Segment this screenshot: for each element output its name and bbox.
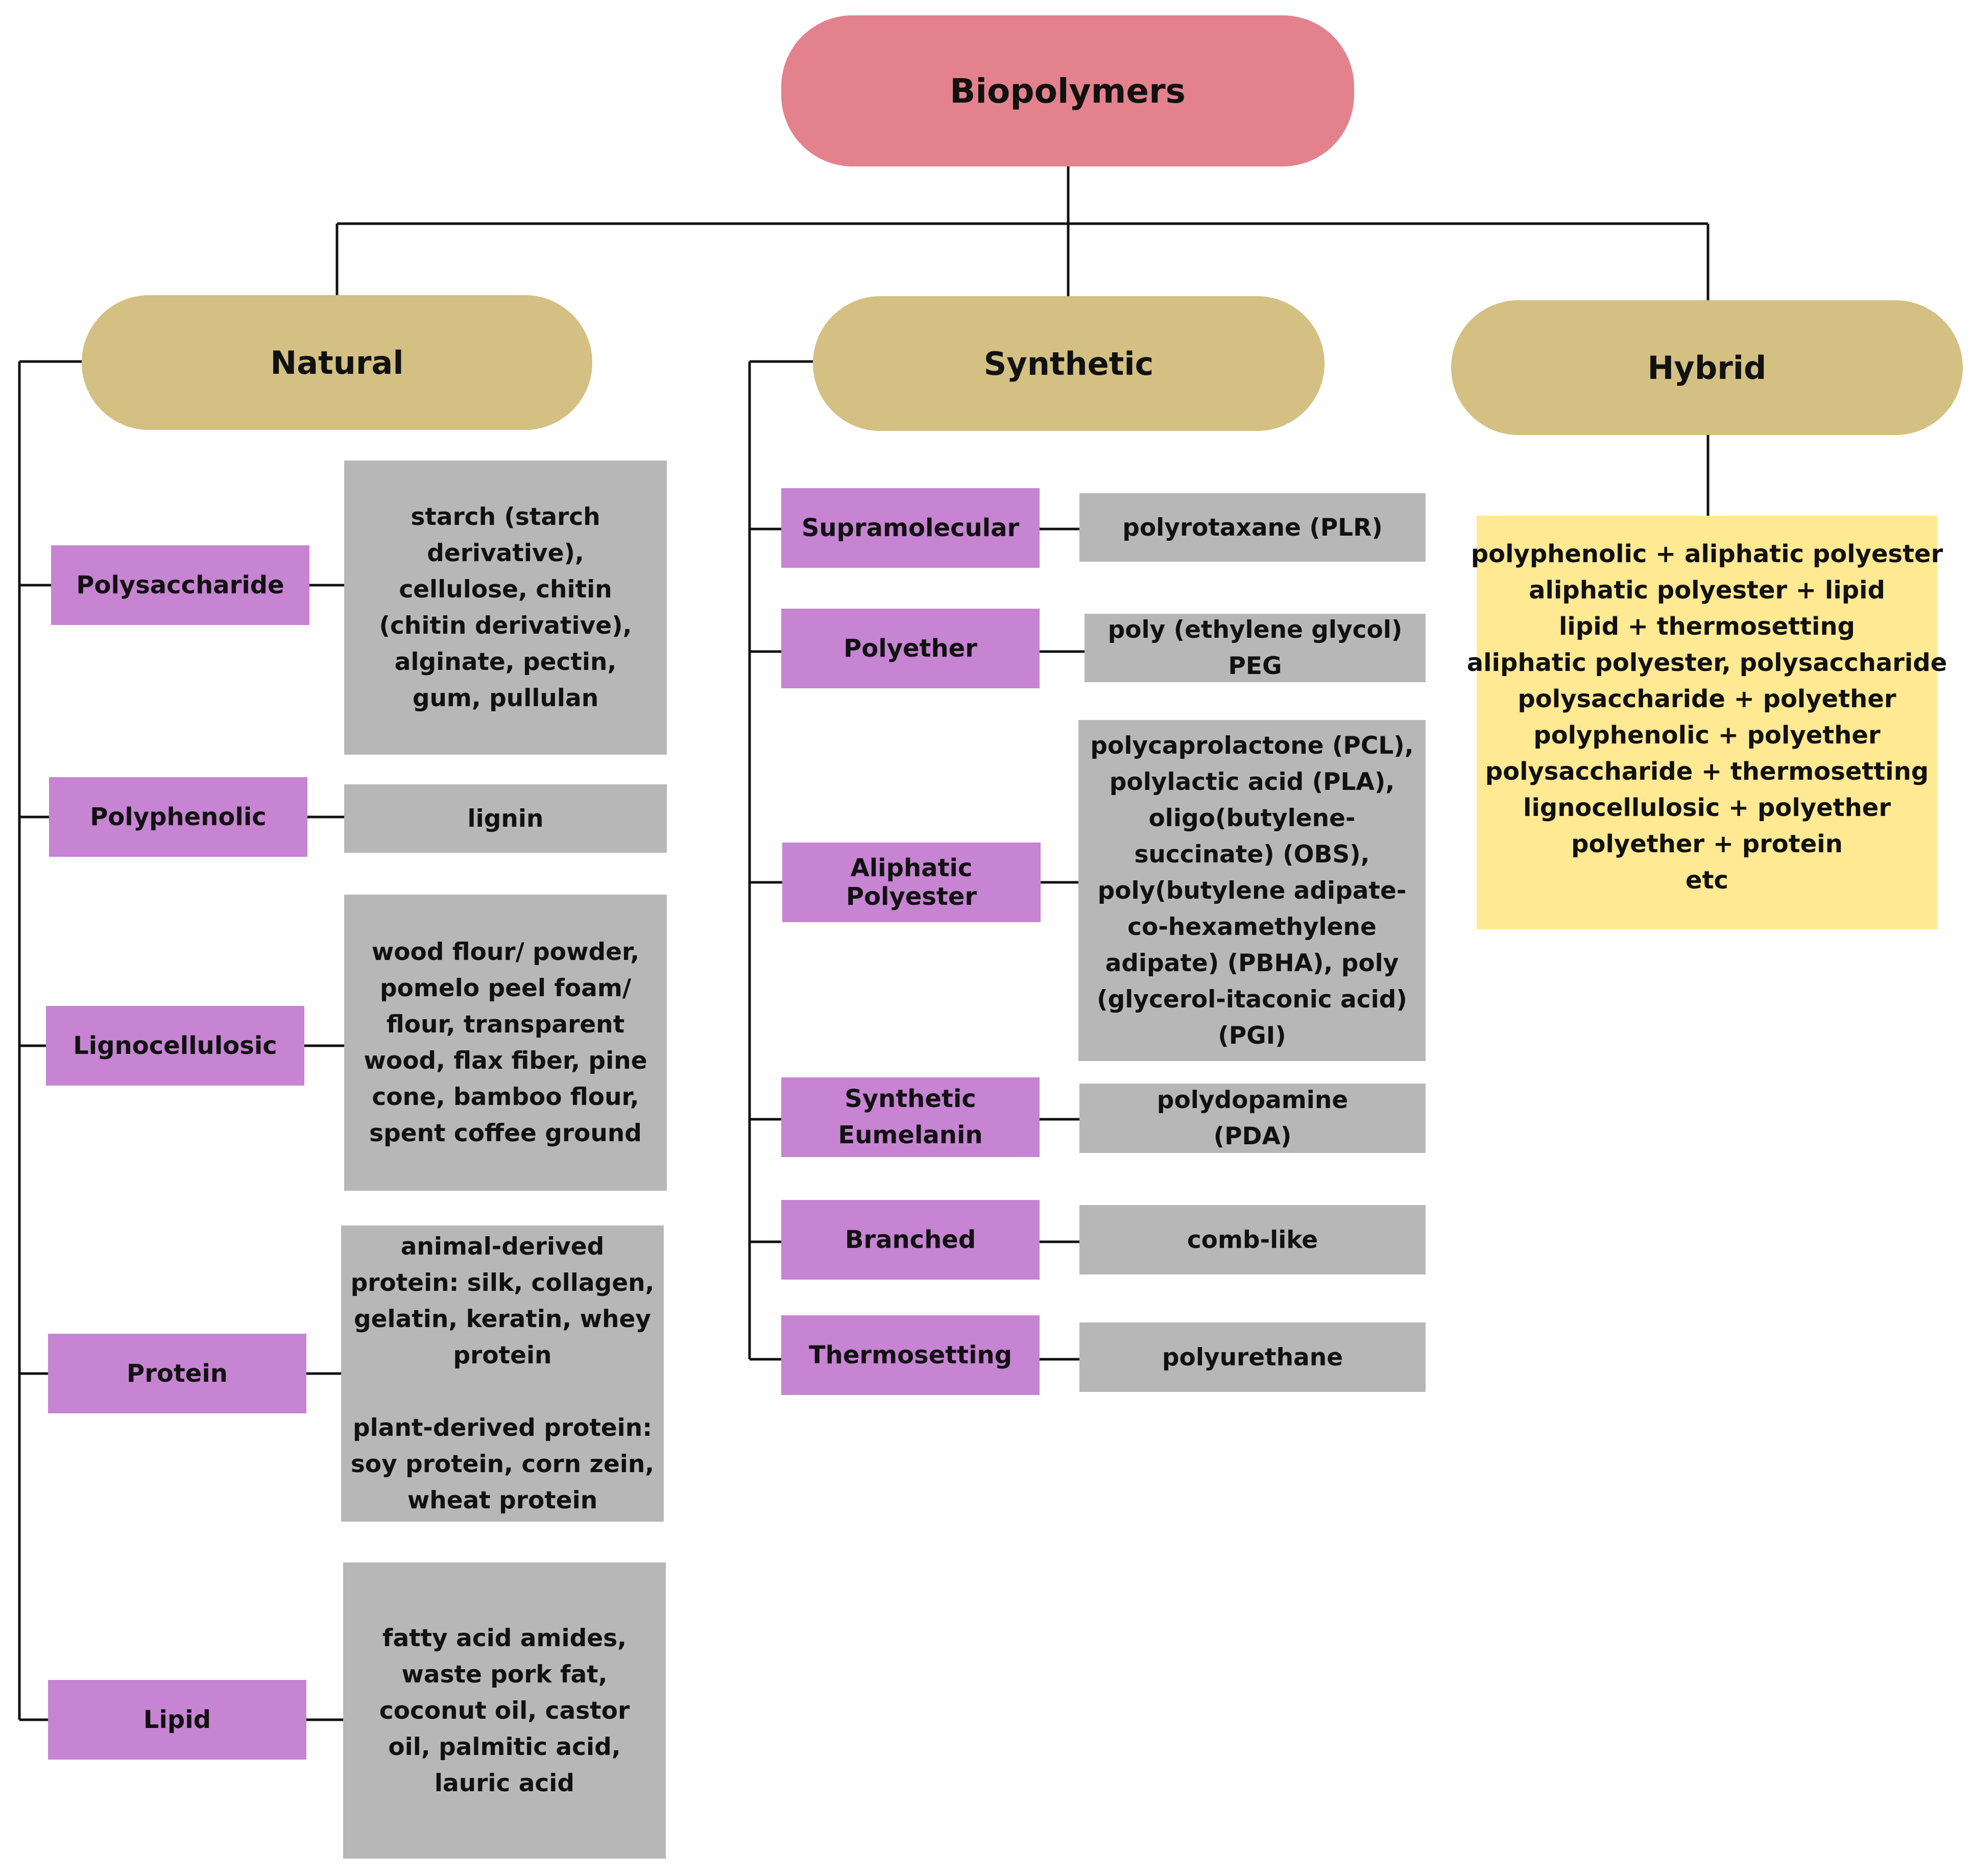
category-label: Polyether	[844, 634, 977, 663]
hybrid-line: etc	[1686, 866, 1728, 895]
examples-text: fatty acid amides, waste pork fat, cocon…	[379, 1624, 630, 1797]
category-label: Protein	[127, 1359, 228, 1388]
hybrid-line: aliphatic polyester + lipid	[1529, 576, 1885, 605]
category-synthetic-eumelanin: Synthetic Eumelanin	[781, 1077, 1040, 1157]
category-label: Lipid	[143, 1705, 211, 1734]
branch-synthetic-label: Synthetic	[983, 345, 1154, 382]
category-polysaccharide: Polysaccharide	[51, 545, 309, 625]
root-label: Biopolymers	[950, 71, 1186, 111]
branch-natural-label: Natural	[270, 344, 404, 381]
hybrid-line: polyether + protein	[1571, 830, 1843, 858]
category-label: Polyphenolic	[90, 803, 267, 831]
category-branched: Branched	[781, 1200, 1040, 1280]
category-label: Polysaccharide	[76, 571, 284, 599]
examples-aliphatic-polyester: polycaprolactone (PCL), polylactic acid …	[1078, 720, 1426, 1061]
category-polyphenolic: Polyphenolic	[49, 777, 307, 857]
branch-natural: Natural	[82, 295, 592, 430]
examples-supramolecular: polyrotaxane (PLR)	[1079, 493, 1426, 562]
examples-text: wood flour/ powder, pomelo peel foam/ fl…	[364, 938, 647, 1147]
category-label: Supramolecular	[801, 514, 1020, 542]
hybrid-line: lipid + thermosetting	[1558, 612, 1856, 641]
category-supramolecular: Supramolecular	[781, 488, 1040, 568]
category-label: Thermosetting	[808, 1341, 1013, 1369]
category-label: Branched	[845, 1225, 976, 1254]
examples-protein: animal-derived protein: silk, collagen, …	[341, 1225, 664, 1522]
examples-text: polydopamine (PDA)	[1157, 1086, 1349, 1150]
examples-text: comb-like	[1187, 1225, 1318, 1254]
examples-text: lignin	[467, 804, 544, 833]
category-lipid: Lipid	[48, 1680, 306, 1760]
examples-polyphenolic: lignin	[344, 784, 667, 853]
examples-polysaccharide: starch (starch derivative), cellulose, c…	[344, 461, 667, 755]
root-node-biopolymers: Biopolymers	[781, 15, 1354, 166]
examples-text: polyurethane	[1162, 1343, 1343, 1372]
hybrid-line: polysaccharide + polyether	[1518, 685, 1896, 713]
examples-polyether: poly (ethylene glycol) PEG	[1085, 614, 1426, 682]
examples-text: poly (ethylene glycol) PEG	[1108, 616, 1403, 680]
branch-hybrid-label: Hybrid	[1647, 349, 1767, 387]
examples-lipid: fatty acid amides, waste pork fat, cocon…	[343, 1562, 666, 1859]
category-lignocellulosic: Lignocellulosic	[46, 1006, 304, 1086]
hybrid-line: aliphatic polyester, polysaccharide	[1466, 648, 1947, 677]
examples-text: polycaprolactone (PCL), polylactic acid …	[1090, 731, 1414, 1050]
branch-synthetic: Synthetic	[813, 296, 1325, 431]
category-polyether: Polyether	[781, 609, 1040, 688]
category-label: Aliphatic Polyester	[846, 854, 977, 911]
examples-branched: comb-like	[1079, 1205, 1426, 1274]
category-protein: Protein	[48, 1334, 306, 1413]
examples-synthetic-eumelanin: polydopamine (PDA)	[1079, 1084, 1426, 1153]
hybrid-line: polysaccharide + thermosetting	[1485, 757, 1929, 786]
hybrid-line: polyphenolic + polyether	[1533, 721, 1881, 750]
hybrid-combinations-box: polyphenolic + aliphatic polyester aliph…	[1467, 516, 1947, 929]
examples-lignocellulosic: wood flour/ powder, pomelo peel foam/ fl…	[344, 895, 667, 1191]
category-thermosetting: Thermosetting	[781, 1315, 1040, 1395]
hybrid-line: lignocellulosic + polyether	[1523, 793, 1891, 822]
branch-hybrid: Hybrid	[1451, 300, 1963, 435]
hybrid-line: polyphenolic + aliphatic polyester	[1471, 540, 1943, 568]
category-label: Synthetic Eumelanin	[838, 1085, 983, 1149]
category-aliphatic-polyester: Aliphatic Polyester	[782, 843, 1041, 922]
examples-text: polyrotaxane (PLR)	[1122, 513, 1383, 542]
examples-thermosetting: polyurethane	[1079, 1322, 1426, 1392]
examples-text: animal-derived protein: silk, collagen, …	[350, 1233, 655, 1514]
examples-text: starch (starch derivative), cellulose, c…	[379, 503, 632, 712]
category-label: Lignocellulosic	[73, 1031, 277, 1060]
